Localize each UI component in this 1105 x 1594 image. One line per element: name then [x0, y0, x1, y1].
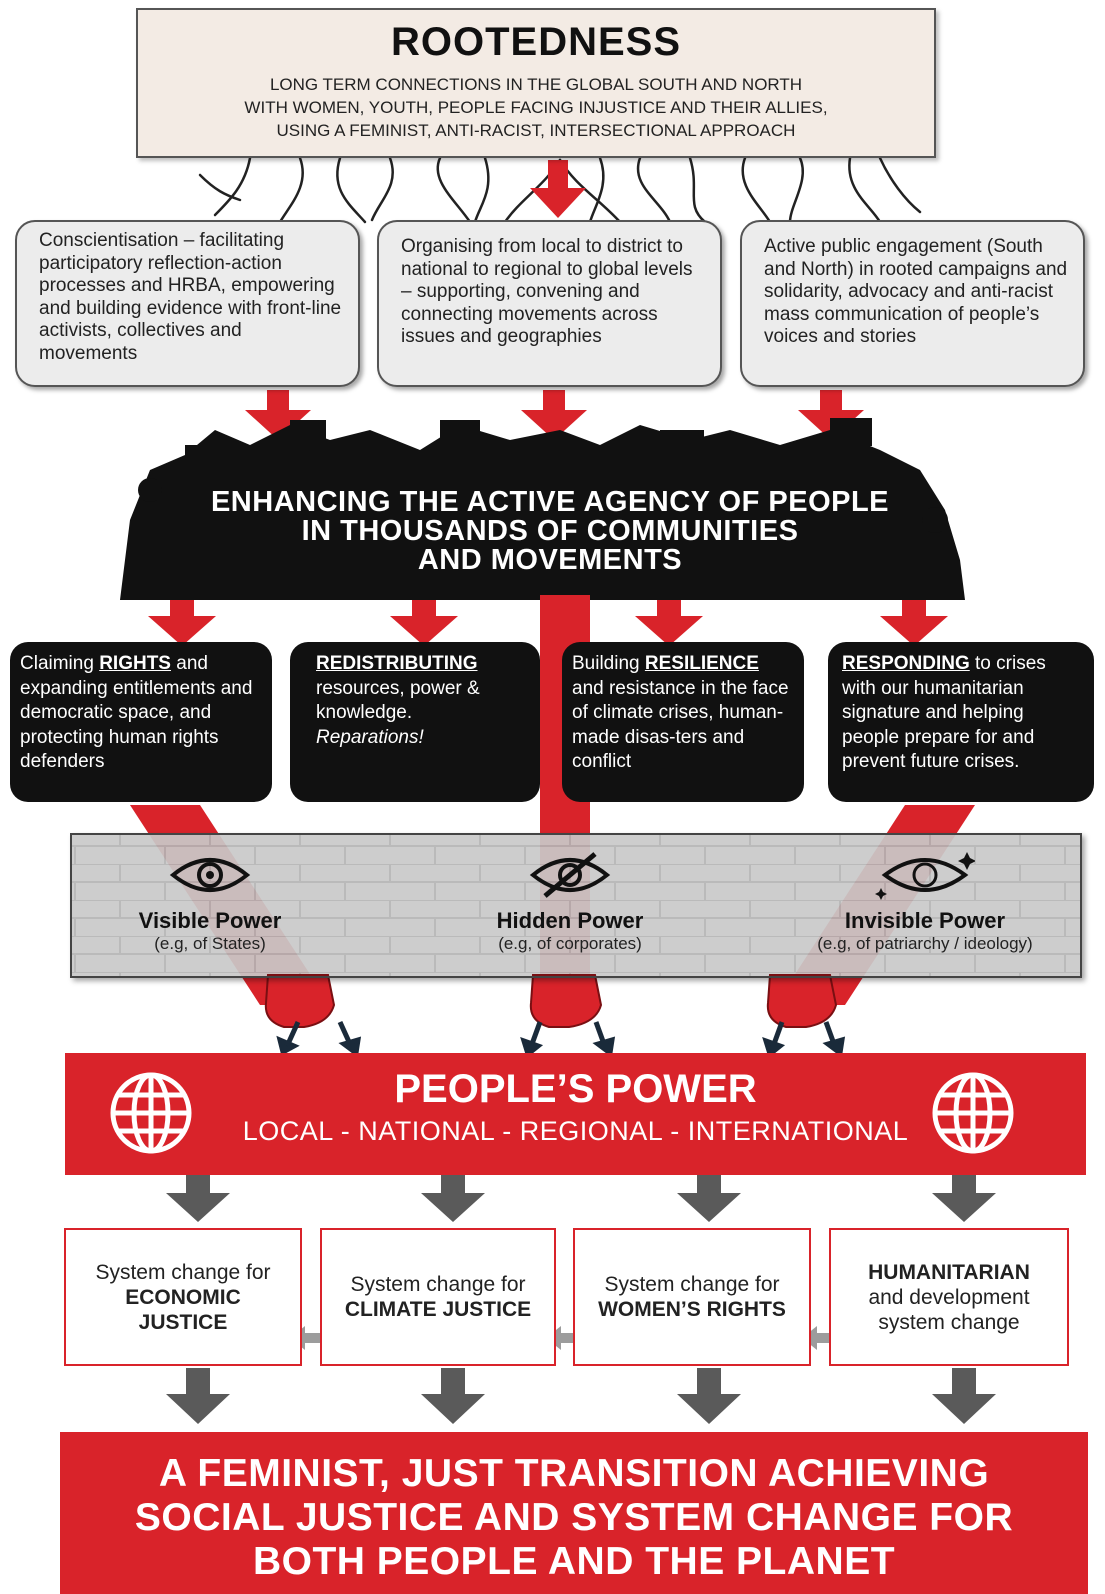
system-change-humanitarian: HUMANITARIAN and development system chan…	[829, 1228, 1069, 1366]
strategy-key: RESILIENCE	[644, 653, 759, 674]
arrows-to-system-change	[166, 1175, 996, 1222]
rootedness-line-1: LONG TERM CONNECTIONS IN THE GLOBAL SOUT…	[269, 75, 803, 94]
power-hidden: Hidden Power (e.g, of corporates)	[460, 850, 680, 954]
power-sub: (e.g, of patriarchy / ideology)	[817, 934, 1033, 953]
system-line-3: JUSTICE	[138, 1310, 228, 1334]
strategy-post: resources, power & knowledge.	[316, 677, 480, 724]
sparkle-eye-icon	[875, 852, 975, 900]
strategy-post: to crises with our humanitarian signatur…	[842, 653, 1046, 772]
system-line-2: and development	[868, 1285, 1030, 1309]
power-invisible: Invisible Power (e.g, of patriarchy / id…	[780, 850, 1070, 954]
goal-banner: A FEMINIST, JUST TRANSITION ACHIEVING SO…	[60, 1432, 1088, 1594]
peoples-power-levels: LOCAL - NATIONAL - REGIONAL - INTERNATIO…	[242, 1116, 909, 1146]
fist-graphics	[264, 974, 838, 1028]
power-visible: Visible Power (e.g, of States)	[110, 850, 310, 954]
approach-box-public-engagement: Active public engagement (South and Nort…	[740, 220, 1085, 387]
arrows-to-strategies	[148, 600, 948, 646]
fist-arrows	[276, 1020, 846, 1059]
peoples-power-banner: PEOPLE’S POWER LOCAL - NATIONAL - REGION…	[65, 1053, 1086, 1175]
system-line-2: WOMEN’S RIGHTS	[598, 1298, 786, 1321]
strategy-key: RIGHTS	[99, 653, 171, 674]
strategy-pre: Claiming	[20, 653, 100, 674]
strategy-box-redistributing: REDISTRIBUTING resources, power & knowle…	[290, 642, 540, 802]
system-line-1: System change for	[350, 1273, 526, 1296]
system-change-climate: System change for CLIMATE JUSTICE	[320, 1228, 556, 1366]
rootedness-box: ROOTEDNESS LONG TERM CONNECTIONS IN THE …	[136, 8, 936, 158]
strategy-box-responding: RESPONDING to crises with our humanitari…	[828, 642, 1094, 802]
strategy-post: and expanding entitlements and democrati…	[20, 653, 253, 772]
agency-line-3: AND MOVEMENTS	[417, 544, 683, 576]
strategy-pre: Building	[572, 653, 645, 674]
eye-slash-icon	[529, 852, 611, 898]
system-line-3: system change	[878, 1310, 1020, 1334]
rootedness-line-3: USING A FEMINIST, ANTI-RACIST, INTERSECT…	[276, 121, 796, 140]
power-sub: (e.g, of States)	[154, 934, 266, 953]
approach-text: Organising from local to district to nat…	[401, 236, 693, 347]
system-line-1: System change for	[604, 1273, 780, 1296]
power-title: Visible Power	[138, 908, 282, 933]
strategy-post: and resistance in the face of climate cr…	[572, 677, 789, 773]
agency-line-2: IN THOUSANDS OF COMMUNITIES	[301, 515, 799, 547]
power-title: Hidden Power	[496, 908, 644, 933]
power-title: Invisible Power	[844, 908, 1006, 933]
strategy-key: REDISTRIBUTING	[316, 653, 478, 674]
goal-line-1: A FEMINIST, JUST TRANSITION ACHIEVING	[158, 1452, 990, 1495]
arrows-to-goal	[166, 1368, 996, 1424]
strategy-box-rights: Claiming RIGHTS and expanding entitlemen…	[10, 642, 272, 802]
strategy-extra: Reparations!	[316, 726, 424, 748]
globe-icon	[932, 1072, 1014, 1154]
system-line-2: CLIMATE JUSTICE	[344, 1298, 532, 1321]
crowd-silhouette	[120, 418, 965, 600]
agency-heading: ENHANCING THE ACTIVE AGENCY OF PEOPLE IN…	[130, 488, 970, 575]
rootedness-line-2: WITH WOMEN, YOUTH, PEOPLE FACING INJUSTI…	[244, 98, 828, 117]
system-line-2: ECONOMIC	[125, 1285, 241, 1309]
roots-graphic	[198, 156, 922, 224]
eye-icon	[169, 858, 251, 892]
rootedness-title: ROOTEDNESS	[390, 20, 682, 64]
power-sub: (e.g, of corporates)	[498, 934, 642, 953]
power-wall-bricks	[70, 833, 1082, 978]
arrows-to-crowd	[245, 390, 864, 440]
system-change-economic: System change for ECONOMIC JUSTICE	[64, 1228, 302, 1366]
approach-box-conscientisation: Conscientisation – facilitating particip…	[15, 220, 360, 387]
system-change-womens-rights: System change for WOMEN’S RIGHTS	[573, 1228, 811, 1366]
approach-text: Active public engagement (South and Nort…	[764, 236, 1068, 347]
approach-text: Conscientisation – facilitating particip…	[39, 230, 342, 364]
system-line-1: System change for	[95, 1260, 271, 1284]
system-line-1: HUMANITARIAN	[868, 1260, 1030, 1284]
agency-line-1: ENHANCING THE ACTIVE AGENCY OF PEOPLE	[210, 486, 890, 518]
strategy-key: RESPONDING	[842, 653, 970, 674]
strategy-box-resilience: Building RESILIENCE and resistance in th…	[562, 642, 804, 802]
power-wall	[70, 833, 1082, 978]
globe-icon	[110, 1072, 192, 1154]
arrow-header-down	[530, 160, 586, 218]
peoples-power-title: PEOPLE’S POWER	[394, 1067, 757, 1111]
goal-line-3: BOTH PEOPLE AND THE PLANET	[252, 1540, 896, 1583]
goal-line-2: SOCIAL JUSTICE AND SYSTEM CHANGE FOR	[134, 1496, 1014, 1539]
approach-box-organising: Organising from local to district to nat…	[377, 220, 722, 387]
